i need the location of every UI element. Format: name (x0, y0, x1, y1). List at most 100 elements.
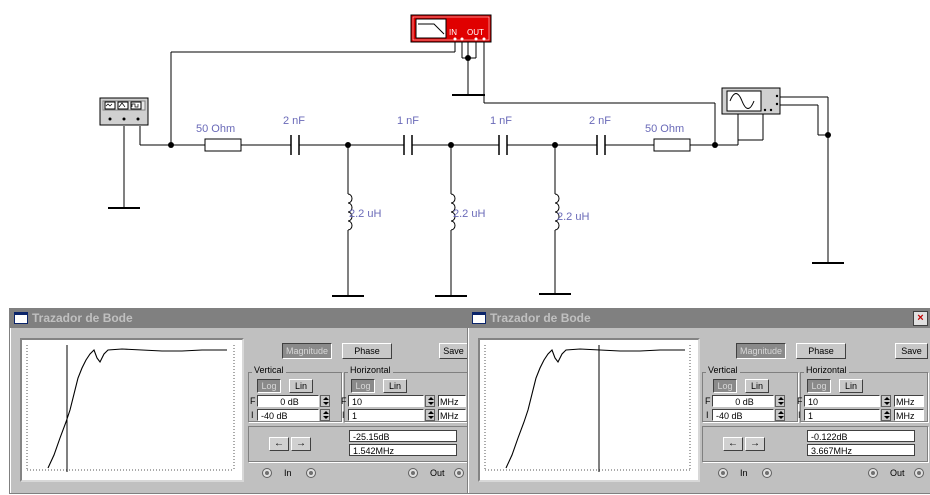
out-label: Out (430, 468, 445, 478)
vertical-group-title: Vertical (706, 365, 740, 375)
capacitor-1-label: 2 nF (283, 115, 305, 127)
cursor-left-button[interactable]: ← (723, 437, 743, 451)
capacitor-4-label: 2 nF (589, 115, 611, 127)
out-terminal-plus[interactable] (408, 468, 418, 478)
horizontal-final-spinner[interactable] (881, 395, 891, 407)
phase-button[interactable]: Phase (342, 343, 392, 359)
bode-left-title: Trazador de Bode (32, 311, 133, 325)
horizontal-final-spinner[interactable] (425, 395, 435, 407)
horizontal-group: Horizontal Log Lin F 10 MHz I 1 MHz (797, 365, 928, 422)
resistor-2-label: 50 Ohm (645, 123, 684, 135)
window-app-icon (472, 312, 486, 324)
vertical-initial-label: I (251, 410, 254, 420)
vertical-final-spinner[interactable] (320, 395, 330, 407)
bode-right-titlebar[interactable]: Trazador de Bode × (468, 309, 930, 328)
horizontal-group-title: Horizontal (804, 365, 849, 375)
resistor-1-symbol[interactable] (204, 138, 242, 152)
in-terminal-minus[interactable] (306, 468, 316, 478)
vertical-lin-button[interactable]: Lin (289, 379, 313, 393)
vertical-initial-input[interactable]: -40 dB (712, 409, 774, 421)
vertical-initial-label: I (706, 410, 709, 420)
bode-icon-out-label: OUT (467, 28, 484, 37)
bode-right-controls: Magnitude Phase Save Vertical Log Lin F … (702, 338, 928, 490)
bode-plotter-instrument[interactable] (410, 14, 492, 43)
resistor-2-symbol[interactable] (653, 138, 691, 152)
bode-window-left[interactable]: Trazador de Bode Magnitude Phase Save Ve… (9, 308, 471, 494)
horizontal-initial-input[interactable]: 1 (804, 409, 880, 421)
in-terminal-minus[interactable] (762, 468, 772, 478)
horizontal-initial-spinner[interactable] (881, 409, 891, 421)
readout-group: ← → -25.15dB 1.542MHz (248, 426, 470, 462)
inductor-2-label: 2.2 uH (453, 208, 485, 220)
magnitude-button[interactable]: Magnitude (736, 343, 786, 359)
horizontal-initial-unit[interactable]: MHz (894, 409, 924, 421)
save-button[interactable]: Save (439, 343, 468, 359)
horizontal-lin-button[interactable]: Lin (839, 379, 863, 393)
bode-left-controls: Magnitude Phase Save Vertical Log Lin F … (246, 338, 470, 490)
bode-icon-in-label: IN (449, 28, 457, 37)
horizontal-final-label: F (341, 396, 347, 406)
horizontal-log-button[interactable]: Log (807, 379, 831, 393)
horizontal-initial-input[interactable]: 1 (348, 409, 424, 421)
vertical-group-title: Vertical (252, 365, 286, 375)
capacitor-3-label: 1 nF (490, 115, 512, 127)
out-terminal-plus[interactable] (868, 468, 878, 478)
horizontal-group: Horizontal Log Lin F 10 MHz I 1 MHz (341, 365, 470, 422)
vertical-final-input[interactable]: 0 dB (712, 395, 774, 407)
vertical-group: Vertical Log Lin F 0 dB I -40 dB (702, 365, 798, 422)
vertical-log-button[interactable]: Log (713, 379, 737, 393)
bode-window-right[interactable]: Trazador de Bode × Magnitude Phase Save … (467, 308, 930, 494)
bode-left-titlebar[interactable]: Trazador de Bode (10, 309, 470, 328)
in-terminal-plus[interactable] (262, 468, 272, 478)
out-terminal-minus[interactable] (914, 468, 924, 478)
phase-button[interactable]: Phase (796, 343, 846, 359)
out-terminal-minus[interactable] (454, 468, 464, 478)
cursor-right-button[interactable]: → (745, 437, 765, 451)
horizontal-final-input[interactable]: 10 (348, 395, 424, 407)
vertical-initial-spinner[interactable] (320, 409, 330, 421)
window-app-icon (14, 312, 28, 324)
circuit-schematic: 50 Ohm 2 nF 1 nF 1 nF 2 nF 50 Ohm 2.2 uH… (99, 14, 844, 297)
close-icon[interactable]: × (913, 311, 928, 326)
readout-group: ← → -0.122dB 3.667MHz (702, 426, 928, 462)
magnitude-button[interactable]: Magnitude (282, 343, 332, 359)
vertical-initial-input[interactable]: -40 dB (257, 409, 319, 421)
horizontal-final-label: F (797, 396, 803, 406)
cursor-right-button[interactable]: → (291, 437, 311, 451)
horizontal-log-button[interactable]: Log (351, 379, 375, 393)
capacitor-2-label: 1 nF (397, 115, 419, 127)
oscilloscope-instrument[interactable] (721, 87, 781, 115)
in-terminal-plus[interactable] (718, 468, 728, 478)
readout-frequency: 3.667MHz (807, 444, 915, 456)
inductor-3-symbol (554, 193, 560, 231)
horizontal-initial-label: I (798, 410, 801, 420)
vertical-final-input[interactable]: 0 dB (257, 395, 319, 407)
inductor-1-label: 2.2 uH (349, 208, 381, 220)
inductor-2-symbol (450, 193, 456, 231)
horizontal-group-title: Horizontal (348, 365, 393, 375)
save-button[interactable]: Save (895, 343, 928, 359)
vertical-initial-spinner[interactable] (775, 409, 785, 421)
horizontal-final-unit[interactable]: MHz (894, 395, 924, 407)
vertical-lin-button[interactable]: Lin (745, 379, 769, 393)
in-label: In (284, 468, 292, 478)
vertical-log-button[interactable]: Log (257, 379, 281, 393)
horizontal-initial-unit[interactable]: MHz (438, 409, 466, 421)
horizontal-final-unit[interactable]: MHz (438, 395, 466, 407)
horizontal-initial-label: I (342, 410, 345, 420)
magnitude-curve (505, 348, 685, 469)
inductor-1-symbol (347, 193, 353, 231)
bode-left-plot[interactable] (20, 338, 244, 482)
function-generator-instrument[interactable] (99, 97, 149, 126)
horizontal-initial-spinner[interactable] (425, 409, 435, 421)
vertical-group: Vertical Log Lin F 0 dB I -40 dB (248, 365, 342, 422)
inductor-3-label: 2.2 uH (557, 211, 589, 223)
vertical-final-spinner[interactable] (775, 395, 785, 407)
readout-magnitude: -25.15dB (349, 430, 457, 442)
vertical-final-label: F (705, 396, 711, 406)
cursor-left-button[interactable]: ← (269, 437, 289, 451)
readout-frequency: 1.542MHz (349, 444, 457, 456)
horizontal-lin-button[interactable]: Lin (383, 379, 407, 393)
bode-right-plot[interactable] (478, 338, 700, 482)
horizontal-final-input[interactable]: 10 (804, 395, 880, 407)
